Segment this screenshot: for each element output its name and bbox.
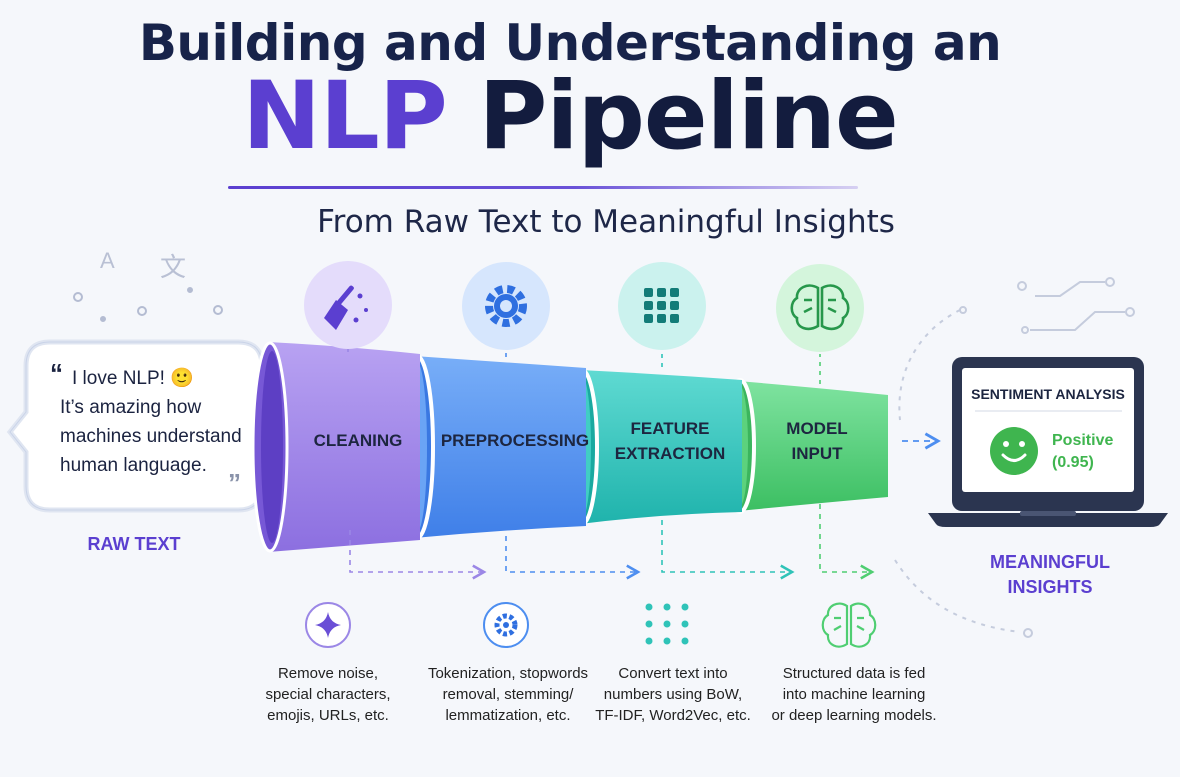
title-line-1: Building and Understanding an — [138, 14, 1002, 72]
laptop — [928, 357, 1168, 527]
stage-label-line: MODEL — [786, 419, 848, 438]
stage-description-preprocessing: Tokenization, stopwords removal, stemmin… — [418, 663, 598, 726]
funnel — [251, 341, 888, 553]
stage-label-line: INPUT — [791, 444, 843, 463]
sentiment-result: Positive (0.95) — [1052, 430, 1132, 474]
description-line: numbers using BoW, — [603, 686, 743, 703]
open-quote-icon: “ — [50, 358, 63, 388]
title-accent: NLP — [242, 62, 447, 171]
funnel-segment-cleaning — [268, 342, 420, 552]
grid-icon — [618, 262, 706, 350]
description-line: special characters, — [265, 686, 391, 703]
description-line: emojis, URLs, etc. — [267, 707, 389, 724]
description-line: removal, stemming/ — [442, 686, 574, 703]
smiley-icon — [990, 427, 1038, 475]
stage-label-line: EXTRACTION — [614, 444, 726, 463]
gear-icon — [483, 602, 529, 648]
description-line: Structured data is fed — [782, 665, 926, 682]
title-main: Pipeline — [478, 62, 898, 171]
stage-label-line: FEATURE — [630, 419, 710, 438]
funnel-segment-preprocessing — [414, 356, 586, 538]
sparkle-icon — [305, 602, 351, 648]
screen-title: SENTIMENT ANALYSIS — [971, 386, 1125, 402]
stage-label-preprocessing: PREPROCESSING — [440, 428, 590, 453]
brain-icon — [821, 602, 877, 648]
description-line: into machine learning — [782, 686, 926, 703]
stage-label-line: PREPROCESSING — [440, 431, 590, 450]
sentiment-score: (0.95) — [1052, 454, 1094, 471]
description-line: Remove noise, — [277, 665, 379, 682]
svg-text:文: 文 — [160, 252, 186, 282]
stage-description-model-input: Structured data is fed into machine lear… — [766, 663, 942, 726]
description-line: TF-IDF, Word2Vec, etc. — [595, 707, 751, 724]
description-line: or deep learning models. — [771, 707, 937, 724]
stage-label-feature-extraction: FEATURE EXTRACTION — [600, 416, 740, 466]
decorative-dots — [73, 287, 231, 347]
description-line: Tokenization, stopwords — [427, 665, 589, 682]
broom-icon — [304, 261, 392, 349]
quote-line: I love NLP! 🙂 — [72, 368, 194, 389]
quote-line: human language. — [60, 455, 207, 476]
description-line: lemmatization, etc. — [445, 707, 571, 724]
dots-grid-icon — [645, 603, 689, 645]
gear-icon — [462, 262, 550, 350]
subtitle: From Raw Text to Meaningful Insights — [317, 204, 895, 240]
meaningful-insights-label: MEANINGFUL INSIGHTS — [968, 550, 1132, 600]
close-quote-icon: ” — [228, 468, 241, 498]
stage-label-model-input: MODEL INPUT — [762, 416, 872, 466]
stage-description-feature-extraction: Convert text into numbers using BoW, TF-… — [588, 663, 758, 726]
label-line: INSIGHTS — [1007, 577, 1093, 597]
label-line: MEANINGFUL — [990, 552, 1110, 572]
sentiment-label: Positive — [1052, 432, 1114, 449]
stage-label-line: CLEANING — [313, 431, 403, 450]
decorative-letters: A 文 — [100, 248, 186, 282]
stage-description-cleaning: Remove noise, special characters, emojis… — [248, 663, 408, 726]
svg-text:A: A — [100, 248, 115, 273]
stage-label-cleaning: CLEANING — [298, 428, 418, 453]
decorative-circuit — [894, 277, 1135, 638]
funnel-segment-model-input — [738, 381, 888, 511]
quote-line: It’s amazing how — [60, 397, 202, 418]
quote-line: machines understand — [60, 426, 242, 447]
description-line: Convert text into — [618, 665, 728, 682]
main-title: NLP Pipeline — [0, 62, 1140, 171]
funnel-segment-feature-extraction — [580, 370, 742, 524]
brain-icon — [776, 264, 864, 352]
raw-text-label: RAW TEXT — [87, 534, 181, 554]
raw-text-quote: I love NLP! 🙂 It’s amazing how machines … — [60, 364, 262, 480]
